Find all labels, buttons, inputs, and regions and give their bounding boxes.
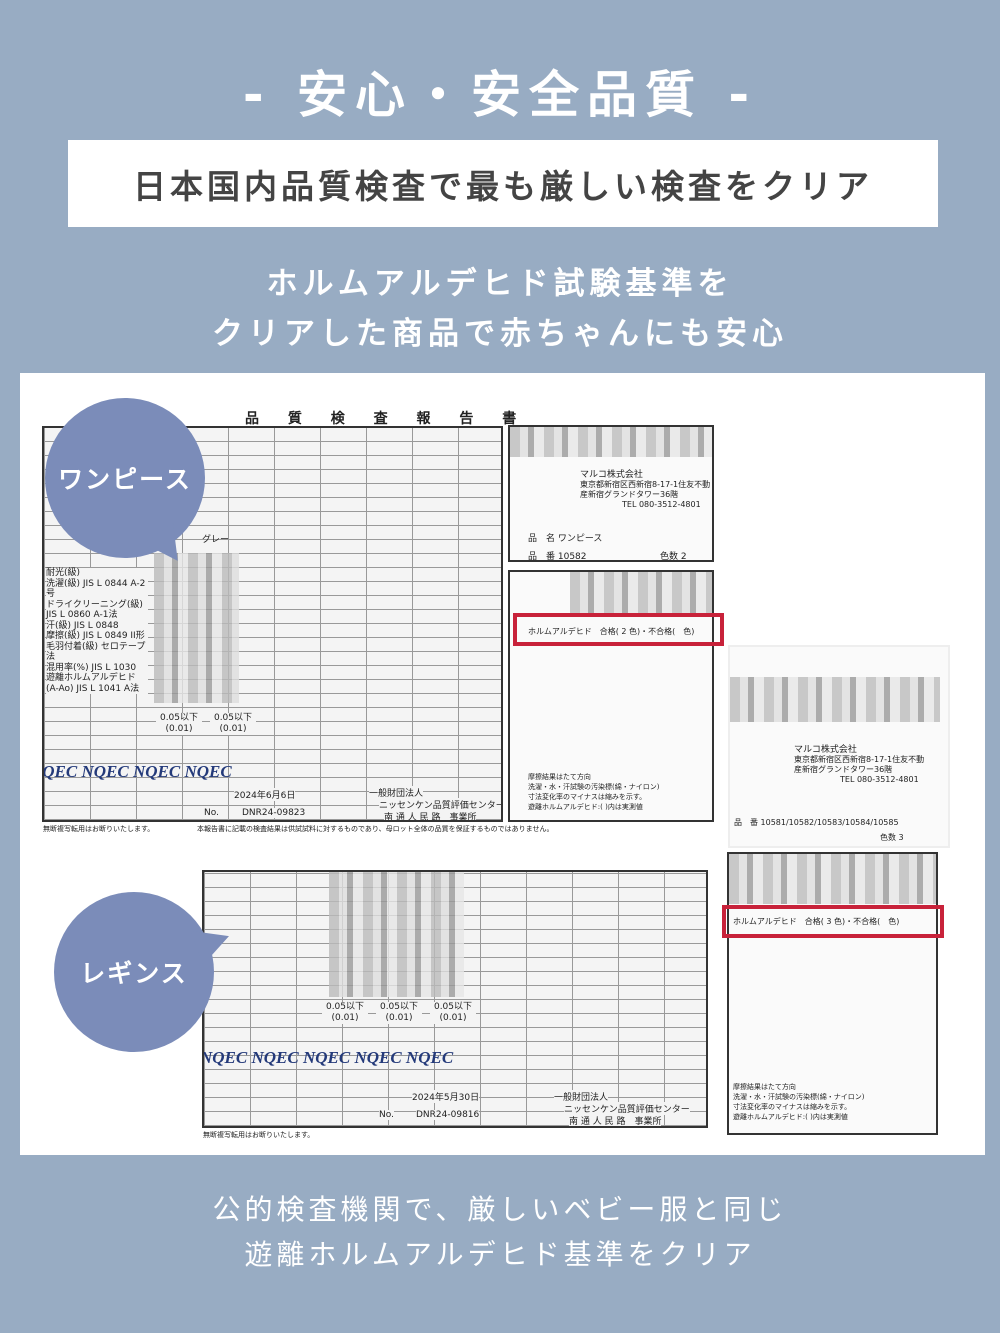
onepiece-buyer-card: マルコ株式会社 東京都新宿区西新宿8-17-1住友不動 産新宿グランドタワー36… (508, 425, 714, 562)
company-name: マルコ株式会社 (580, 470, 643, 480)
footer-note: 無断複写転用はお断りいたします。 (203, 1131, 315, 1139)
headline-band: 日本国内品質検査で最も厳しい検査をクリア (68, 140, 938, 227)
subtitle-line1: ホルムアルデヒド試験基準を (266, 266, 734, 302)
address-2: 産新宿グランドタワー36階 (580, 490, 679, 499)
org-3: 南 通 人 民 路 事業所 (384, 810, 477, 820)
judgement: ホルムアルデヒド 合格( 3 色)・不合格( 色) (733, 917, 900, 926)
issue-date: 2024年6月6日 (234, 788, 296, 801)
result-2: 0.05以下 (0.01) (210, 713, 256, 735)
onepiece-label: ワンピース (58, 465, 192, 494)
color-count: 色数 2 (660, 552, 687, 562)
company-name: マルコ株式会社 (794, 745, 857, 755)
onepiece-judgement-card: ホルムアルデヒド 合格( 2 色)・不合格( 色) 摩擦結果はたて方向洗濯・水・… (508, 570, 714, 822)
footer-line2: 遊離ホルムアルデヒド基準をクリア (244, 1238, 756, 1271)
org-3: 南 通 人 民 路 事業所 (569, 1114, 662, 1126)
org-2: ニッセンケン品質評価センター (379, 798, 501, 811)
leggings-report: 0.05以下 (0.01) 0.05以下 (0.01) 0.05以下 (0.01… (202, 870, 708, 1128)
leggings-label: レギンス (80, 959, 188, 988)
leggings-judgement-card: ホルムアルデヒド 合格( 3 色)・不合格( 色) 摩擦結果はたて方向洗濯・水・… (727, 852, 938, 1135)
result-1: 0.05以下 (0.01) (156, 713, 202, 735)
highlight-box (722, 905, 944, 938)
report-number: DNR24-09823 (242, 808, 306, 818)
watermark: NQEC NQEC NQEC NQEC (42, 762, 232, 781)
result-3: 0.05以下 (0.01) (430, 1002, 476, 1024)
notes: 摩擦結果はたて方向洗濯・水・汗試験の汚染標(綿・ナイロン)寸法変化率のマイナスは… (733, 1083, 865, 1121)
issue-date: 2024年5月30日 (412, 1090, 480, 1103)
highlight-box (513, 613, 724, 646)
tel: TEL 080-3512-4801 (622, 500, 701, 509)
judgement: ホルムアルデヒド 合格( 2 色)・不合格( 色) (528, 627, 695, 636)
tel: TEL 080-3512-4801 (840, 775, 919, 784)
address-1: 東京都新宿区西新宿8-17-1住友不動 (580, 480, 711, 489)
result-2: 0.05以下 (0.01) (376, 1002, 422, 1024)
org-1: 一般財団法人 (369, 786, 424, 799)
page-title: - 安心・安全品質 - (242, 66, 758, 124)
notes: 摩擦結果はたて方向洗濯・水・汗試験の汚染標(綿・ナイロン)寸法変化率のマイナスは… (528, 773, 660, 811)
headline-text: 日本国内品質検査で最も厳しい検査をクリア (133, 166, 873, 206)
leggings-buyer-card: マルコ株式会社 東京都新宿区西新宿8-17-1住友不動 産新宿グランドタワー36… (728, 645, 950, 848)
product-name: 品 名 ワンピース (528, 534, 603, 544)
address-1: 東京都新宿区西新宿8-17-1住友不動 (794, 755, 925, 764)
test-rows: 耐光(級)洗濯(級) JIS L 0844 A-2号ドライクリーニング(級) J… (46, 568, 148, 694)
color-count: 色数 3 (880, 833, 904, 842)
result-1: 0.05以下 (0.01) (322, 1002, 368, 1024)
footer-line1: 公的検査機関で、厳しいベビー服と同じ (212, 1193, 788, 1226)
report-number: DNR24-09816 (416, 1110, 480, 1120)
product-number: 品 番 10581/10582/10583/10584/10585 (734, 818, 899, 827)
footer-disclaimer: 本報告書に記載の検査結果は供試試料に対するものであり、母ロット全体の品質を保証す… (197, 825, 554, 833)
report-title: 品 質 検 査 報 告 書 (245, 411, 529, 427)
leggings-bubble: レギンス (54, 892, 214, 1052)
no-label: No. (379, 1110, 394, 1120)
org-2: ニッセンケン品質評価センター (564, 1102, 690, 1115)
subtitle-line2: クリアした商品で赤ちゃんにも安心 (212, 316, 788, 352)
watermark: NQEC NQEC NQEC NQEC NQEC (202, 1048, 454, 1067)
onepiece-bubble: ワンピース (45, 398, 205, 558)
color-column: グレー (202, 535, 230, 545)
footer-note: 無断複写転用はお断りいたします。 (43, 825, 155, 833)
product-number: 品 番 10582 (528, 552, 587, 562)
address-2: 産新宿グランドタワー36階 (794, 765, 893, 774)
no-label: No. (204, 808, 219, 818)
org-1: 一般財団法人 (554, 1090, 609, 1103)
